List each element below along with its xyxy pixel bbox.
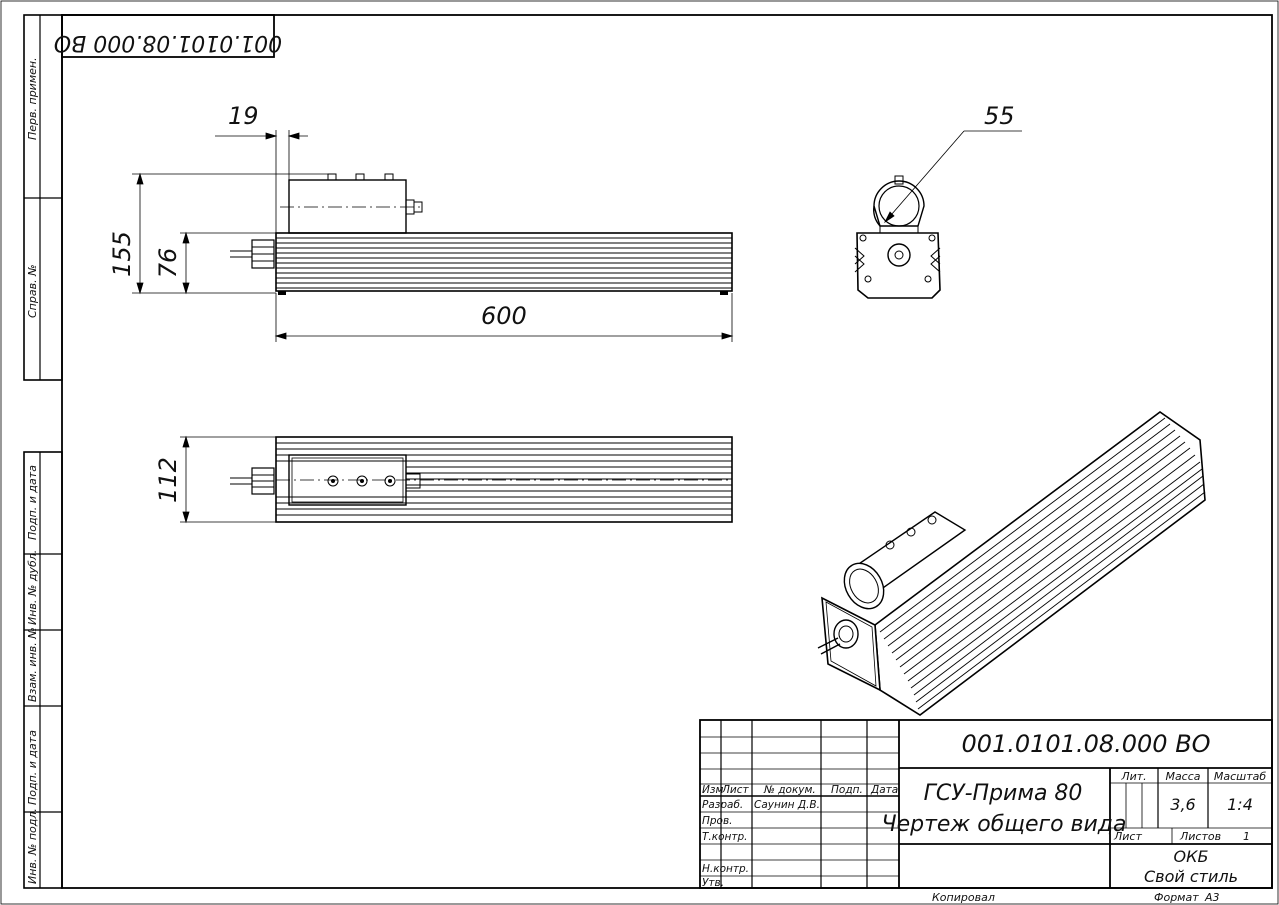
front-view bbox=[230, 173, 733, 295]
product-name: ГСУ-Прима 80 bbox=[924, 781, 1083, 806]
hdr-podp: Подп. bbox=[831, 784, 863, 796]
dim-19-label: 19 bbox=[228, 102, 259, 130]
label-list: Лист bbox=[1113, 830, 1142, 843]
label-utv: Утв. bbox=[702, 877, 724, 889]
isometric-view bbox=[817, 411, 1206, 716]
hdr-izm: Изм bbox=[702, 784, 723, 796]
dim-76-label: 76 bbox=[154, 248, 182, 279]
label-kopiroval: Копировал bbox=[932, 891, 995, 904]
margin-podp-data-1: Подп. и дата bbox=[26, 465, 39, 540]
label-format: Формат bbox=[1154, 891, 1199, 904]
label-razrab: Разраб. bbox=[702, 799, 743, 811]
dim-600-label: 600 bbox=[481, 302, 527, 330]
razrab-name: Саунин Д.В. bbox=[754, 799, 820, 811]
dim-55 bbox=[883, 130, 1022, 224]
doc-code-rotated: 001.0101.08.000 ВО bbox=[54, 30, 282, 55]
dim-55-label: 55 bbox=[984, 102, 1015, 130]
label-tkontr: Т.контр. bbox=[702, 831, 748, 843]
label-masshtab: Масштаб bbox=[1214, 770, 1266, 783]
hdr-no-dokum: № докум. bbox=[763, 784, 816, 796]
dim-112-label: 112 bbox=[154, 457, 182, 503]
label-listov: Листов bbox=[1179, 830, 1221, 843]
top-view bbox=[230, 436, 733, 523]
side-view bbox=[854, 175, 941, 299]
margin-vzam-inv-no: Взам. инв. № bbox=[26, 627, 39, 702]
label-prov: Пров. bbox=[702, 815, 733, 827]
margin-inv-no-podl: Инв. № подл. bbox=[26, 808, 39, 884]
margin-podp-data-2: Подп. и дата bbox=[26, 730, 39, 805]
massa-value: 3,6 bbox=[1170, 795, 1195, 814]
drawing-type: Чертеж общего вида bbox=[882, 812, 1127, 837]
left-margin-strip bbox=[23, 14, 63, 889]
dim-600 bbox=[274, 293, 734, 342]
hdr-data: Дата bbox=[870, 784, 898, 796]
masshtab-value: 1:4 bbox=[1227, 795, 1253, 814]
hdr-list: Лист bbox=[721, 784, 749, 796]
dim-155-76 bbox=[132, 172, 328, 295]
title-block-grid bbox=[699, 719, 1273, 889]
margin-inv-no-dubl: Инв. № дубл. bbox=[26, 550, 39, 625]
margin-perv-primen: Перв. примен. bbox=[26, 57, 39, 140]
listov-value: 1 bbox=[1243, 830, 1250, 843]
margin-sprav-no: Справ. № bbox=[26, 264, 39, 318]
dim-112 bbox=[180, 435, 276, 524]
doc-code: 001.0101.08.000 ВО bbox=[961, 730, 1210, 758]
label-lit: Лит. bbox=[1120, 770, 1146, 783]
dim-19 bbox=[215, 130, 308, 233]
format-value: А3 bbox=[1204, 891, 1220, 904]
label-nkontr: Н.контр. bbox=[702, 863, 749, 875]
org-line2: Свой стиль bbox=[1144, 867, 1238, 886]
doc-code-box bbox=[61, 14, 275, 58]
dim-155-label: 155 bbox=[108, 231, 136, 277]
label-massa: Масса bbox=[1165, 770, 1200, 783]
org-line1: ОКБ bbox=[1174, 847, 1209, 866]
